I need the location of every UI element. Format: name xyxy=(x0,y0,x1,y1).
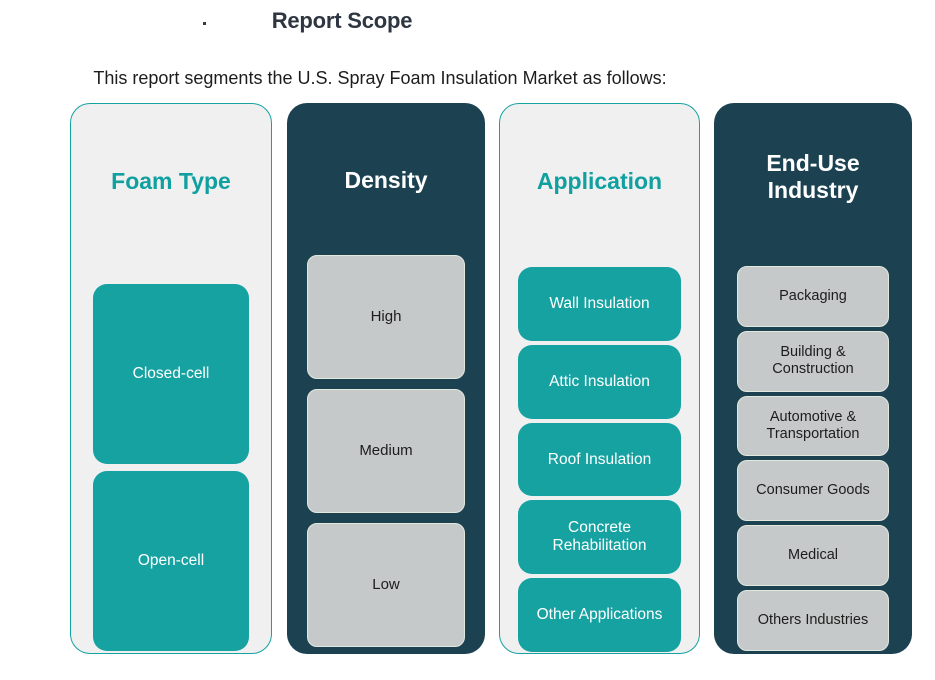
chip-item[interactable]: Medium xyxy=(307,389,465,513)
column-title-end-use-industry: End-Use Industry xyxy=(766,150,860,204)
chip-list-application: Wall Insulation Attic Insulation Roof In… xyxy=(500,267,699,652)
segment-column-density: Density High Medium Low xyxy=(287,103,485,654)
chip-item[interactable]: Medical xyxy=(737,525,889,587)
chip-item[interactable]: Open-cell xyxy=(93,471,249,651)
chip-item[interactable]: Closed-cell xyxy=(93,284,249,464)
chip-item[interactable]: Others Industries xyxy=(737,590,889,651)
stray-dot-mark xyxy=(203,22,206,25)
segment-column-foam-type: Foam Type Closed-cell Open-cell xyxy=(70,103,272,654)
page-title: Report Scope xyxy=(271,8,413,33)
chip-list-end-use-industry: Packaging Building & Construction Automo… xyxy=(714,266,912,651)
column-title-foam-type: Foam Type xyxy=(111,168,231,194)
chip-item[interactable]: Building & Construction xyxy=(737,330,889,392)
chip-list-foam-type: Closed-cell Open-cell xyxy=(71,284,271,651)
chip-item[interactable]: Attic Insulation xyxy=(518,344,681,419)
chip-item[interactable]: Wall Insulation xyxy=(518,267,681,341)
segment-column-end-use-industry: End-Use Industry Packaging Building & Co… xyxy=(714,103,912,654)
page-subtitle: This report segments the U.S. Spray Foam… xyxy=(93,68,667,88)
segment-columns: Foam Type Closed-cell Open-cell Density … xyxy=(70,103,912,654)
chip-item[interactable]: Other Applications xyxy=(518,578,681,652)
column-title-density: Density xyxy=(344,167,428,193)
chip-item[interactable]: Consumer Goods xyxy=(737,460,889,522)
chip-item[interactable]: Automotive & Transportation xyxy=(737,395,889,457)
column-title-application: Application xyxy=(536,168,663,194)
chip-item[interactable]: Packaging xyxy=(737,266,889,327)
chip-item[interactable]: Low xyxy=(307,523,465,647)
chip-list-density: High Medium Low xyxy=(287,255,485,647)
chip-item[interactable]: Concrete Rehabilitation xyxy=(518,500,681,575)
segment-column-application: Application Wall Insulation Attic Insula… xyxy=(499,103,700,654)
chip-item[interactable]: Roof Insulation xyxy=(518,422,681,497)
chip-item[interactable]: High xyxy=(307,255,465,379)
